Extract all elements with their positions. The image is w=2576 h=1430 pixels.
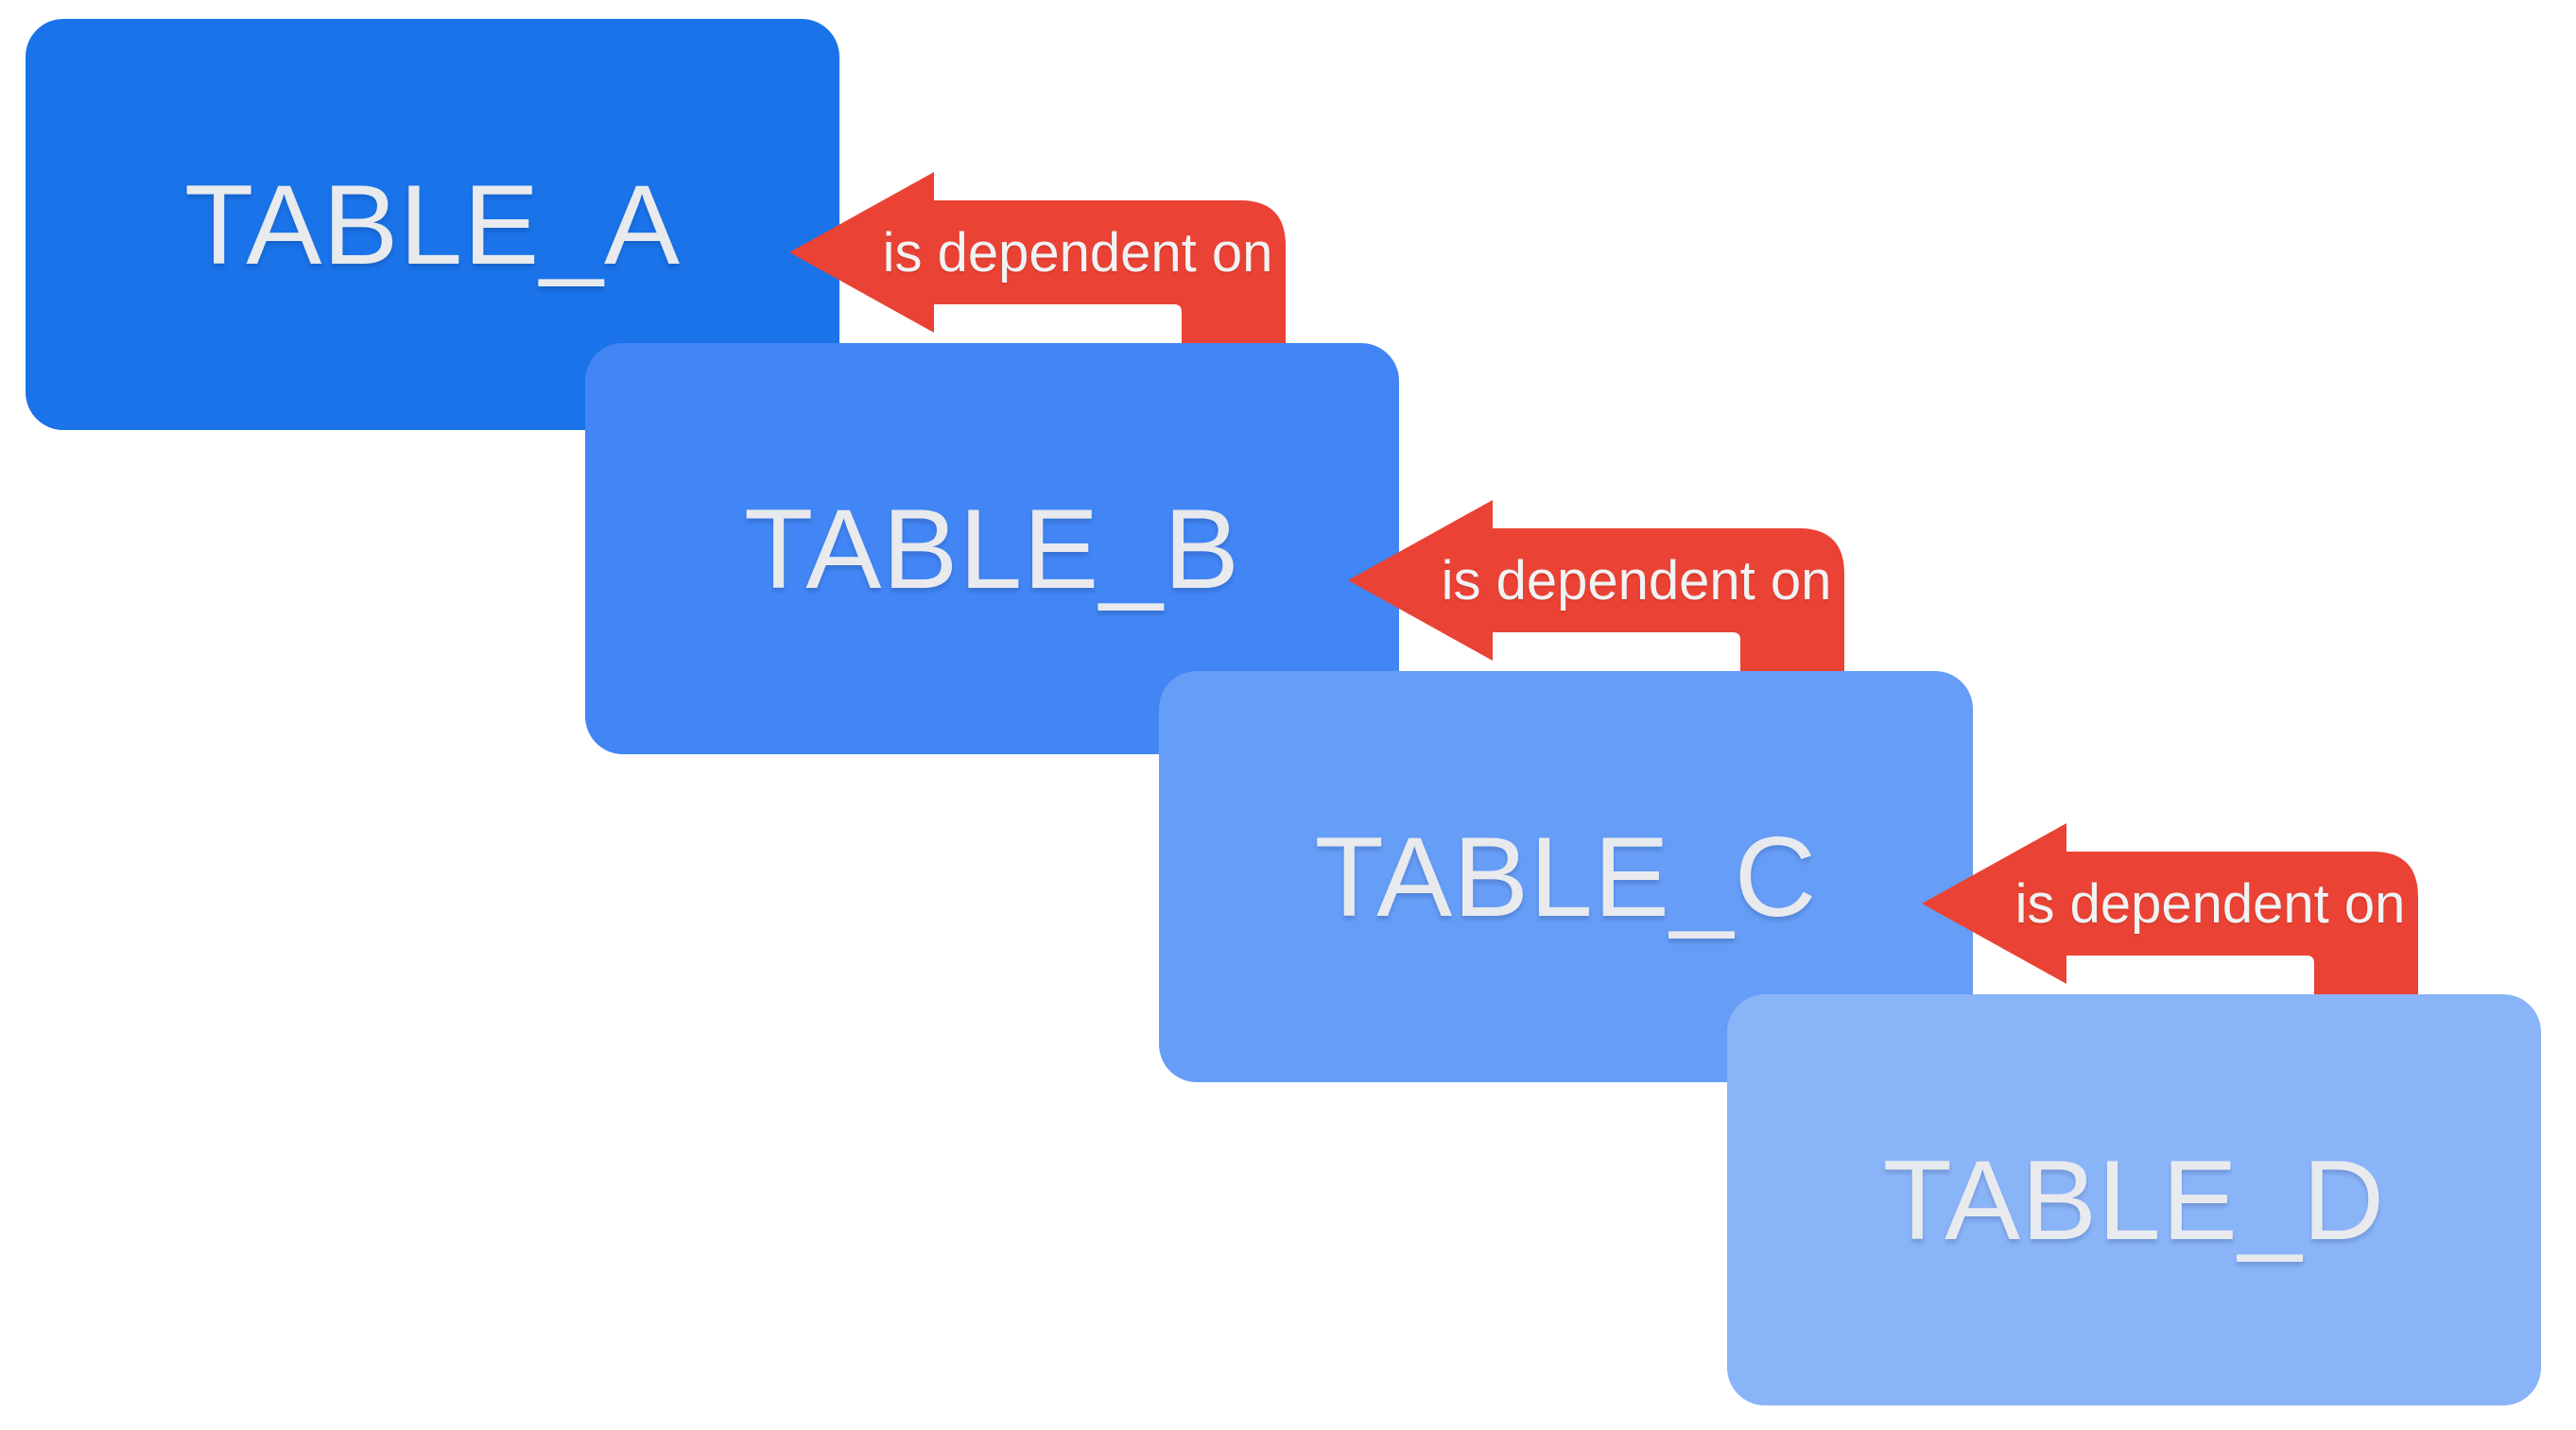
arrow-shape: [1922, 823, 2418, 994]
table-c-label: TABLE_C: [1314, 813, 1818, 940]
arrow-label: is dependent on: [2014, 872, 2406, 935]
left-bent-arrow-icon: [789, 172, 1286, 343]
left-bent-arrow-icon: [1348, 500, 1844, 671]
arrow-label: is dependent on: [1441, 549, 1832, 612]
arrow-shape: [1348, 500, 1844, 671]
table-box-table-d: TABLE_D: [1727, 994, 2541, 1405]
table-b-label: TABLE_B: [743, 485, 1241, 612]
dependency-arrow-c-to-b: is dependent on: [1348, 500, 1844, 671]
left-bent-arrow-icon: [1922, 823, 2418, 994]
arrow-label: is dependent on: [882, 221, 1273, 284]
dependency-arrow-d-to-c: is dependent on: [1922, 823, 2418, 994]
table-a-label: TABLE_A: [183, 161, 682, 288]
dependency-arrow-b-to-a: is dependent on: [789, 172, 1286, 343]
table-box-table-a: TABLE_A: [26, 19, 839, 430]
arrow-shape: [789, 172, 1286, 343]
table-d-label: TABLE_D: [1882, 1136, 2386, 1264]
